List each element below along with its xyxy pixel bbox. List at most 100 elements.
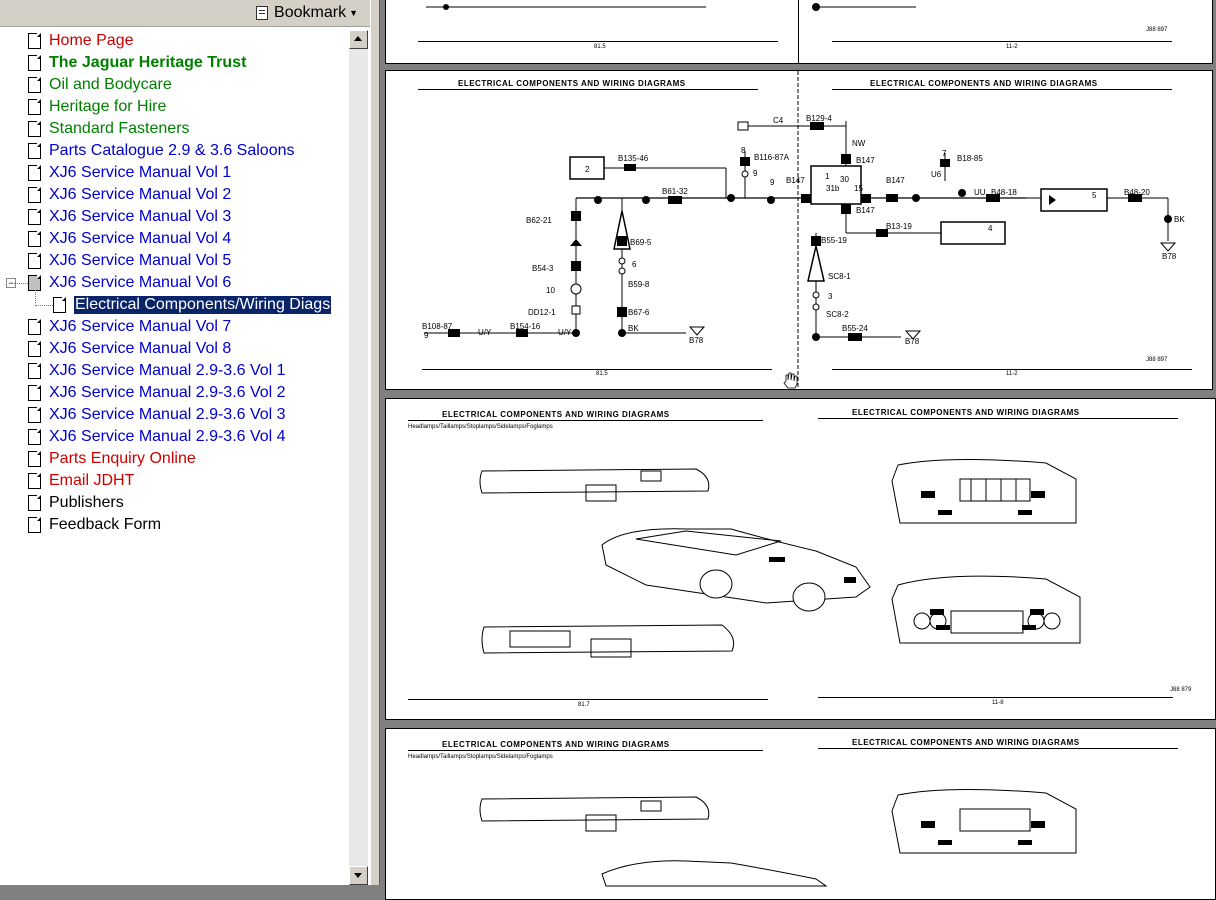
bookmark-label: Heritage for Hire [49,98,167,115]
bookmark-label: The Jaguar Heritage Trust [49,54,247,71]
bookmark-item[interactable]: Heritage for Hire [28,96,166,118]
document-icon [28,209,41,225]
page-spread-divider [798,0,799,63]
bookmark-item[interactable]: XJ6 Service Manual Vol 8 [28,338,231,360]
bookmark-label: XJ6 Service Manual 2.9-3.6 Vol 1 [49,362,286,379]
bookmark-item[interactable]: XJ6 Service Manual 2.9-3.6 Vol 2 [28,382,286,404]
page-number: 81.5 [596,371,608,377]
connector-label: B69-5 [630,238,652,247]
wire-label: BK [1174,215,1185,224]
bookmark-label: XJ6 Service Manual Vol 4 [49,230,232,247]
page-number: 11-2 [1006,371,1018,377]
bookmarks-scrollbar[interactable] [349,30,368,885]
document-icon [28,429,41,445]
bookmark-item[interactable]: XJ6 Service Manual Vol 6 [28,272,231,294]
bookmarks-toolbar: Bookmark ▼ [0,0,370,27]
bookmark-item[interactable]: XJ6 Service Manual Vol 7 [28,316,231,338]
page-3-component-locations: ELECTRICAL COMPONENTS AND WIRING DIAGRAM… [385,398,1216,720]
bookmark-label: Publishers [49,494,124,511]
figure-ref: J88 897 [1146,357,1168,363]
document-icon [28,99,41,115]
document-icon [28,451,41,467]
document-icon [28,121,41,137]
tree-connector [35,290,36,303]
connector-label: B154-16 [510,322,541,331]
wire-label: UU [974,188,986,197]
bookmark-item[interactable]: Parts Enquiry Online [28,448,196,470]
footer-rule [418,41,778,42]
page-4-component-locations: ELECTRICAL COMPONENTS AND WIRING DIAGRAM… [385,728,1216,900]
node-label: 10 [546,286,555,295]
document-icon [28,187,41,203]
ground-label: B78 [1162,252,1177,261]
bookmark-item-selected[interactable]: Electrical Components/Wiring Diags [53,294,333,316]
bookmark-label: XJ6 Service Manual 2.9-3.6 Vol 4 [49,428,286,445]
box-2-label: 2 [585,165,590,174]
connector-label: B108-87 [422,322,453,331]
wire-label: BK [628,324,639,333]
connector-label: B67-6 [628,308,650,317]
bookmark-item[interactable]: Home Page [28,30,134,52]
connector-label: B129-4 [806,114,832,123]
bookmark-item[interactable]: XJ6 Service Manual Vol 2 [28,184,231,206]
scroll-down-button[interactable] [349,866,368,885]
connector-label: B147 [786,176,805,185]
node-label: 9 [753,169,758,178]
header-rule [818,748,1178,749]
page-2-wiring-diagram: ELECTRICAL COMPONENTS AND WIRING DIAGRAM… [385,70,1213,390]
wire-label: NW [852,139,866,148]
connector-label: B55-19 [821,236,847,245]
bookmark-item[interactable]: XJ6 Service Manual 2.9-3.6 Vol 3 [28,404,286,426]
bookmark-item[interactable]: Email JDHT [28,470,134,492]
bookmark-item[interactable]: Parts Catalogue 2.9 & 3.6 Saloons [28,140,295,162]
bookmark-label: Email JDHT [49,472,135,489]
bookmark-label: XJ6 Service Manual Vol 6 [49,274,232,291]
page-subheader: Headlamps/Taillamps/Stoplamps/Sidelamps/… [408,424,553,430]
document-icon [28,473,41,489]
connector-label: B147 [886,176,905,185]
pin-label: 15 [854,184,863,193]
node-label: 3 [828,292,833,301]
document-icon [28,165,41,181]
bookmark-menu-button[interactable]: Bookmark ▼ [256,3,358,23]
connector-label: DD12-1 [528,308,556,317]
pane-splitter[interactable] [370,0,380,885]
footer-rule [408,699,768,700]
bookmark-item[interactable]: Publishers [28,492,124,514]
document-icon [28,275,41,291]
bookmark-item[interactable]: Oil and Bodycare [28,74,172,96]
scroll-up-button[interactable] [349,30,368,49]
bookmark-item[interactable]: XJ6 Service Manual Vol 1 [28,162,231,184]
document-icon [28,253,41,269]
bookmark-item[interactable]: XJ6 Service Manual 2.9-3.6 Vol 1 [28,360,286,382]
wire-label: U/Y [478,328,492,337]
box-5-label: 5 [1092,191,1097,200]
bookmark-menu-label: Bookmark [274,4,347,21]
bookmark-item[interactable]: XJ6 Service Manual Vol 3 [28,206,231,228]
bookmark-item[interactable]: The Jaguar Heritage Trust [28,52,246,74]
header-rule [832,89,1172,90]
bookmark-label: XJ6 Service Manual Vol 8 [49,340,232,357]
bookmark-label: XJ6 Service Manual 2.9-3.6 Vol 2 [49,384,286,401]
bookmark-item[interactable]: XJ6 Service Manual Vol 4 [28,228,231,250]
document-icon [28,143,41,159]
box-1-label: 1 [825,172,830,181]
document-icon [28,385,41,401]
bookmark-item[interactable]: XJ6 Service Manual Vol 5 [28,250,231,272]
box-4-label: 4 [988,224,993,233]
bookmark-label: XJ6 Service Manual Vol 3 [49,208,232,225]
bookmark-item[interactable]: Feedback Form [28,514,161,536]
figure-ref: J88 879 [1170,687,1192,693]
header-rule [408,750,763,751]
bookmark-item[interactable]: Standard Fasteners [28,118,190,140]
car-location-illustrations [479,458,1081,658]
footer-rule [422,369,772,370]
document-icon [28,33,41,49]
connector-label: SC8-1 [828,272,851,281]
connector-label: B48-20 [1124,188,1150,197]
document-icon [28,231,41,247]
bookmark-options-icon [256,6,269,20]
footer-rule [832,41,1172,42]
bookmark-item[interactable]: XJ6 Service Manual 2.9-3.6 Vol 4 [28,426,286,448]
